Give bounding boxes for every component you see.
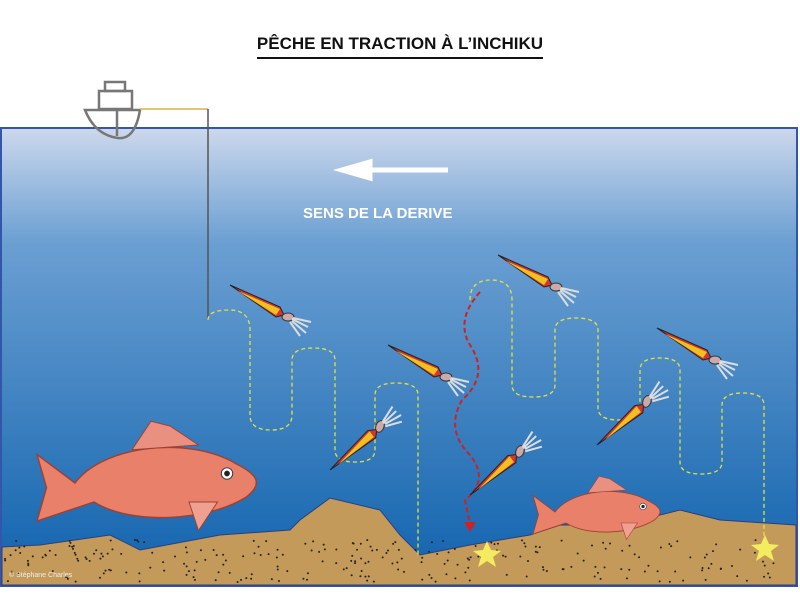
page-title: PÊCHE EN TRACTION À L’INCHIKU [0,34,800,59]
jig-path-1 [207,309,419,555]
drift-label: SENS DE LA DERIVE [303,205,453,222]
star-icon [473,541,501,567]
copyright: © Stéphane Charles [9,572,73,579]
star-icon [751,535,779,561]
seabed [1,497,797,586]
jig-path-2 [469,279,765,545]
boat-icon [83,80,209,320]
arrow-left-icon [332,158,448,182]
sand-dots [4,539,775,583]
fall-path [454,291,481,526]
arrow-down-icon [464,522,476,532]
